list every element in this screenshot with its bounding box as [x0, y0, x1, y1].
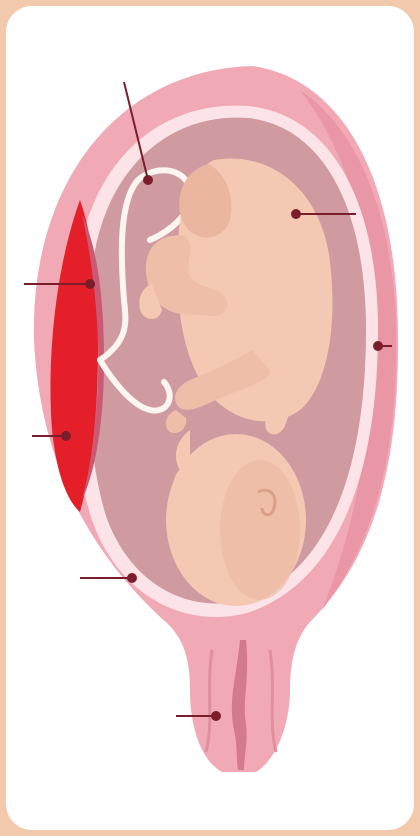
leader-dot-cord	[144, 176, 152, 184]
leader-dot-uterine-wall	[374, 342, 382, 350]
leader-dot-membrane	[128, 574, 136, 582]
leader-dot-placenta-bottom	[62, 432, 70, 440]
leader-dot-fetus	[292, 210, 300, 218]
fetus-head-shade	[220, 460, 300, 600]
leader-dot-placenta-top	[86, 280, 94, 288]
leader-dot-cervix	[212, 712, 220, 720]
